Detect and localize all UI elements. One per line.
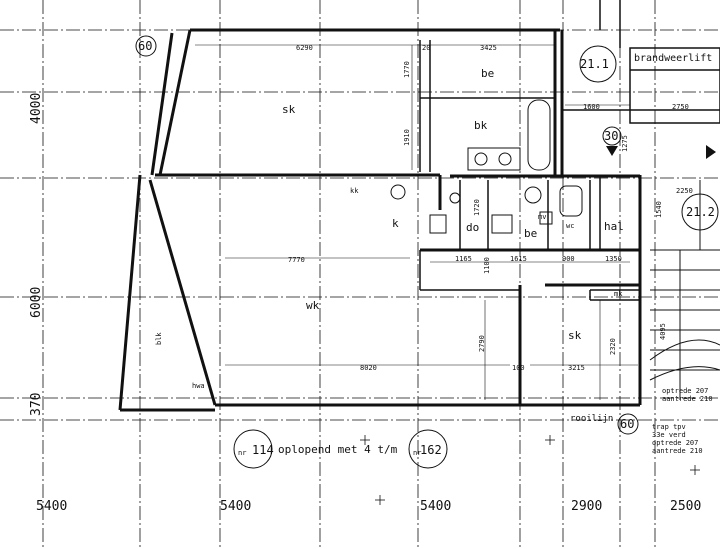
room-kk: kk bbox=[350, 187, 359, 195]
floor-note-end: 162 bbox=[420, 443, 442, 457]
grid-marker-60-bottom: 60 bbox=[620, 417, 635, 431]
dim-1540: 1540 bbox=[655, 201, 663, 218]
dim-3215: 3215 bbox=[568, 364, 585, 372]
dim-7770: 7770 bbox=[288, 256, 305, 264]
floor-note-start: 114 bbox=[252, 443, 274, 457]
label-stair-lower-4: aantrede 210 bbox=[652, 447, 703, 455]
bottom-dim-1: 5400 bbox=[36, 499, 68, 514]
sanitary-fixtures bbox=[390, 99, 583, 234]
dim-20: 20 bbox=[422, 44, 431, 52]
room-hwa: hwa bbox=[192, 382, 205, 390]
dim-4095: 4095 bbox=[659, 323, 667, 340]
label-stair-upper-2: aantrede 210 bbox=[662, 395, 713, 403]
label-stair-lower-3: optrede 207 bbox=[652, 439, 699, 447]
grid-marker-60-top: 60 bbox=[138, 39, 153, 53]
dim-2320: 2320 bbox=[609, 338, 617, 355]
room-be-top: be bbox=[481, 67, 495, 80]
room-sk-bottom: sk bbox=[568, 329, 582, 342]
side-dim-4000: 4000 bbox=[29, 92, 44, 124]
dim-2250: 2250 bbox=[676, 187, 693, 195]
bottom-dim-5: 2500 bbox=[670, 499, 702, 514]
floor-note-prefix-start: nr bbox=[238, 449, 247, 457]
label-stair-lower-1: trap tpv bbox=[652, 423, 686, 431]
side-dim-6000: 6000 bbox=[29, 286, 44, 318]
label-brandweerlift: brandweerlift bbox=[634, 53, 713, 64]
dim-900: 900 bbox=[562, 255, 575, 263]
bottom-dim-3: 5400 bbox=[420, 499, 452, 514]
dim-1600: 1600 bbox=[583, 103, 600, 111]
bottom-dim-2: 5400 bbox=[220, 499, 252, 514]
label-rooilijn: rooilijn bbox=[570, 414, 614, 424]
dim-3425: 3425 bbox=[480, 44, 497, 52]
dim-1770: 1770 bbox=[403, 61, 411, 78]
label-stair-lower-2: 33e verd bbox=[652, 431, 686, 439]
side-dim-370: 370 bbox=[29, 392, 44, 416]
inner-walls bbox=[419, 40, 640, 301]
floor-note-prefix-end: nr bbox=[413, 449, 422, 457]
dim-1165: 1165 bbox=[455, 255, 472, 263]
dim-1350: 1350 bbox=[605, 255, 622, 263]
grid-marker-circles bbox=[135, 35, 719, 469]
dim-1910: 1910 bbox=[403, 129, 411, 146]
grid-marker-30: 30 bbox=[604, 129, 619, 143]
grid-marker-21-1: 21.1 bbox=[580, 57, 609, 71]
lift-block bbox=[562, 0, 720, 124]
outer-walls bbox=[118, 28, 642, 412]
dimension-lines bbox=[195, 44, 638, 400]
room-mk: mk bbox=[614, 290, 623, 298]
dim-2790: 2790 bbox=[478, 335, 486, 352]
room-wk: wk bbox=[306, 299, 320, 312]
room-do: do bbox=[466, 221, 480, 234]
section-arrow-30 bbox=[606, 146, 618, 156]
room-blk: blk bbox=[155, 332, 163, 345]
dim-1720: 1720 bbox=[473, 199, 481, 216]
dim-6290: 6290 bbox=[296, 44, 313, 52]
bottom-dim-4: 2900 bbox=[571, 499, 603, 514]
section-arrow-right bbox=[706, 145, 716, 159]
dim-1275: 1275 bbox=[621, 135, 629, 152]
room-k: k bbox=[392, 217, 399, 230]
room-wc: wc bbox=[566, 222, 575, 230]
room-bk: bk bbox=[474, 119, 488, 132]
dim-1100: 1100 bbox=[483, 257, 491, 274]
background-marks bbox=[360, 435, 700, 505]
dim-8020: 8020 bbox=[360, 364, 377, 372]
dim-2750: 2750 bbox=[672, 103, 689, 111]
stairs bbox=[649, 180, 720, 400]
room-mv: mv bbox=[538, 213, 547, 221]
room-hal: hal bbox=[604, 220, 624, 233]
grid-marker-21-2: 21.2 bbox=[686, 205, 715, 219]
dim-1615: 1615 bbox=[510, 255, 527, 263]
room-sk-top: sk bbox=[282, 103, 296, 116]
label-stair-upper-1: optrede 207 bbox=[662, 387, 709, 395]
floor-note-text: oplopend met 4 t/m bbox=[278, 443, 398, 456]
dim-100: 100 bbox=[512, 364, 525, 372]
room-be-mid: be bbox=[524, 227, 538, 240]
